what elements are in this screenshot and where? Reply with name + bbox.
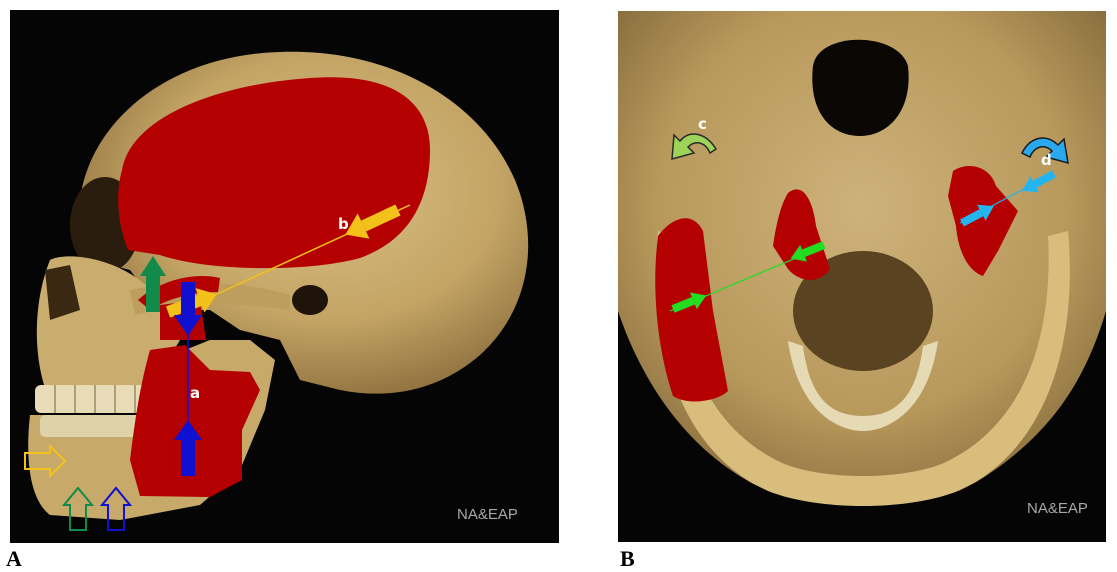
panel-letter-a: A — [6, 548, 22, 570]
panel-letter-b: B — [620, 548, 635, 570]
watermark: NA&EAP — [1027, 501, 1088, 516]
label-b: b — [338, 215, 349, 233]
basal-skull-illustration: c d — [618, 11, 1106, 542]
lateral-skull-illustration: b a — [10, 10, 559, 543]
panel-b-basal-skull: c d NA&EAP — [618, 11, 1106, 542]
ear-canal — [292, 285, 328, 315]
label-d: d — [1041, 151, 1052, 169]
watermark: NA&EAP — [457, 507, 518, 522]
label-c: c — [698, 115, 707, 133]
panel-a-lateral-skull: b a NA&EAP — [10, 10, 559, 543]
label-a: a — [190, 384, 200, 402]
